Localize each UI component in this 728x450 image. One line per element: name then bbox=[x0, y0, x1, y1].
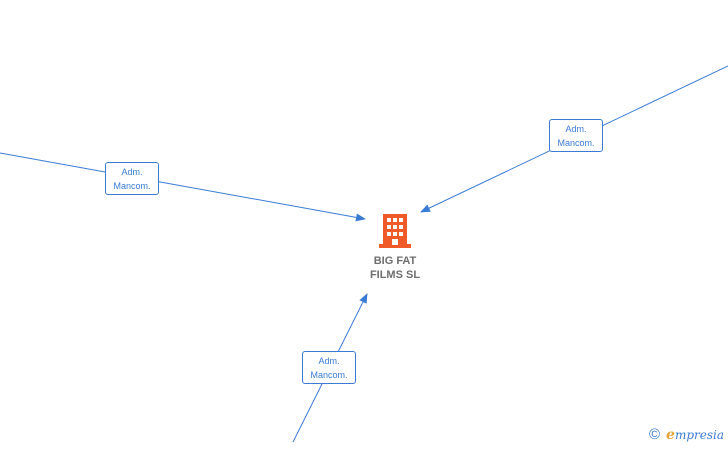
company-name-line1: BIG FAT bbox=[373, 255, 417, 267]
building-icon[interactable] bbox=[379, 214, 411, 248]
relation-role-line1: Adm. bbox=[565, 124, 587, 134]
relation-label-bottom[interactable]: Adm. Mancom. bbox=[302, 351, 356, 384]
company-name-line2: FILMS SL bbox=[369, 269, 421, 281]
relation-role-line1: Adm. bbox=[318, 356, 340, 366]
relation-role-line1: Adm. bbox=[121, 167, 143, 177]
brand-logo-e: e bbox=[666, 427, 675, 443]
brand-logo-rest: mpresia bbox=[674, 428, 724, 442]
relation-role-line2: Mancom. bbox=[310, 370, 348, 380]
brand-watermark: © empresia bbox=[648, 426, 724, 444]
edge-left bbox=[0, 152, 366, 222]
company-name[interactable]: BIG FAT FILMS SL bbox=[340, 254, 450, 282]
brand-logo: empresia bbox=[666, 427, 724, 443]
relation-label-top-right[interactable]: Adm. Mancom. bbox=[549, 119, 603, 152]
relation-label-left[interactable]: Adm. Mancom. bbox=[105, 162, 159, 195]
copyright-icon: © bbox=[648, 426, 661, 443]
relation-role-line2: Mancom. bbox=[557, 138, 595, 148]
relation-role-line2: Mancom. bbox=[113, 181, 151, 191]
